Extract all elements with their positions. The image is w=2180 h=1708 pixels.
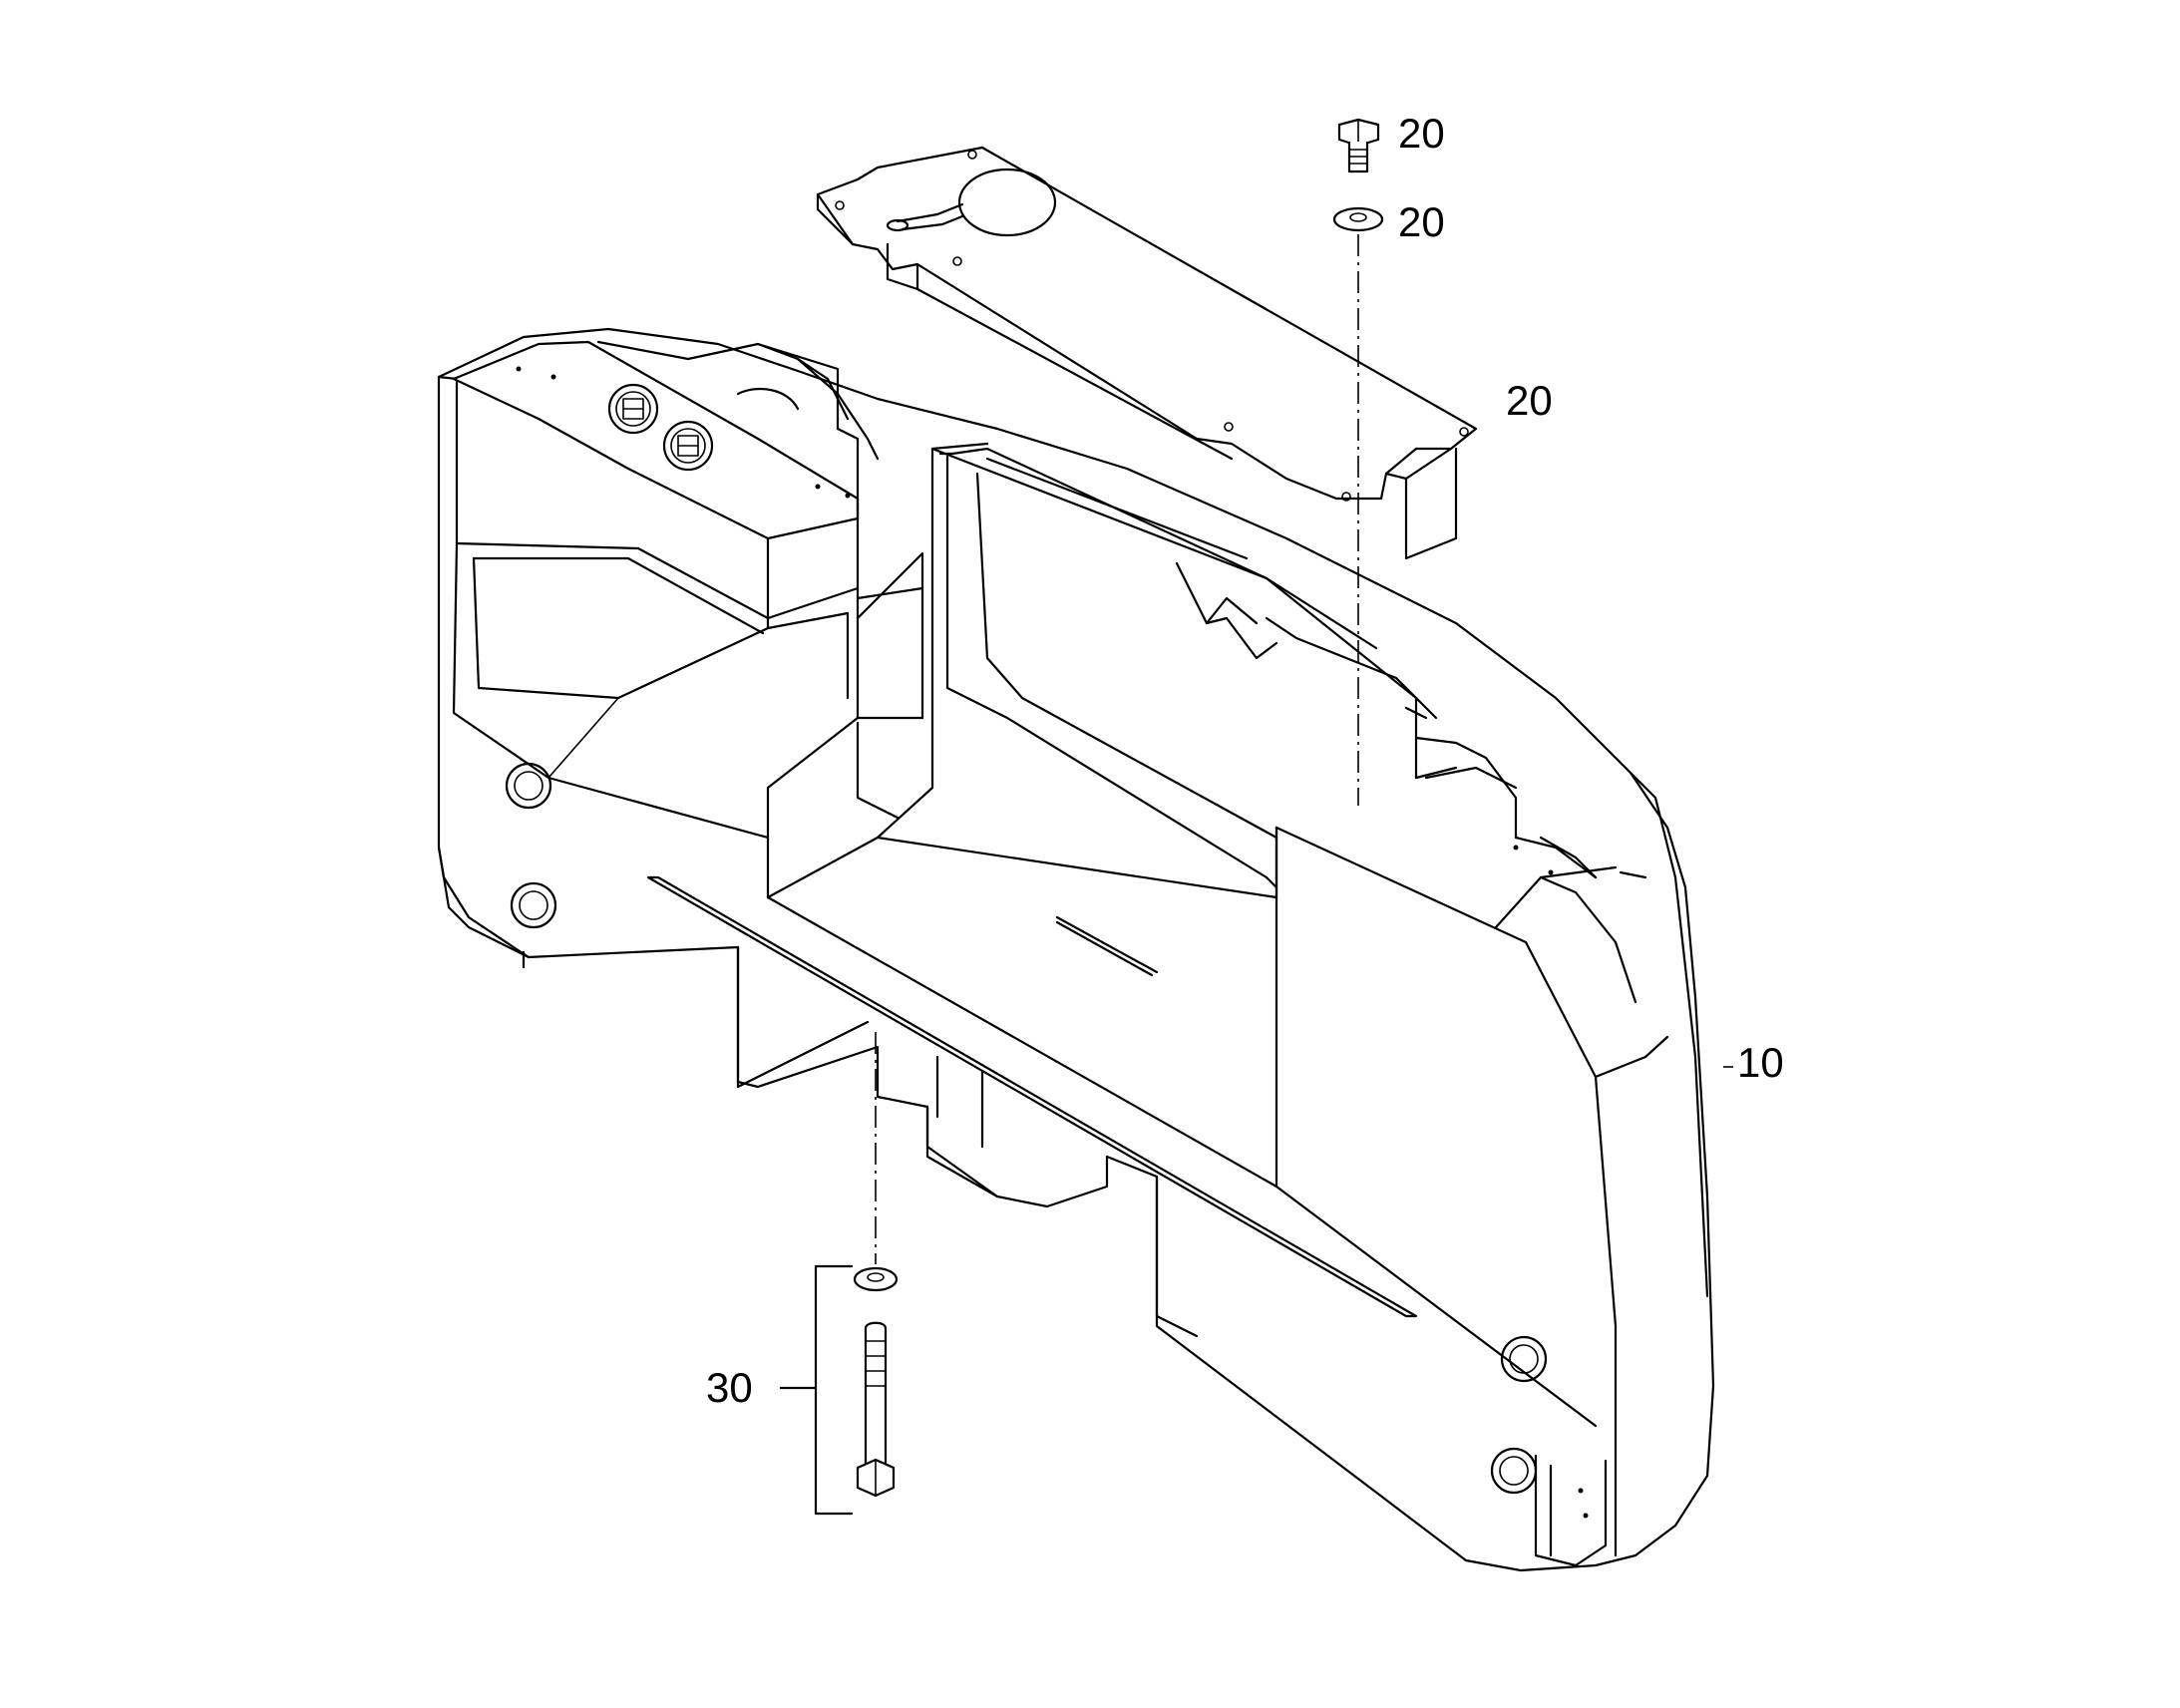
- top-bolt: [1337, 118, 1380, 173]
- counterweight-outline: [437, 327, 1715, 1572]
- callout-bracket: 20: [1506, 377, 1553, 424]
- bolt-set-bracket: [814, 1264, 854, 1516]
- long-bolt: [856, 1321, 896, 1498]
- callout-washer: 20: [1398, 198, 1445, 245]
- bottom-washer: [853, 1266, 899, 1292]
- counterweight-body: [437, 327, 1715, 1572]
- callout-bolt: 20: [1398, 110, 1445, 157]
- callout-counterweight: 10: [1737, 1039, 1784, 1086]
- callout-bolt-set: 30: [706, 1364, 753, 1411]
- top-washer: [1332, 206, 1384, 232]
